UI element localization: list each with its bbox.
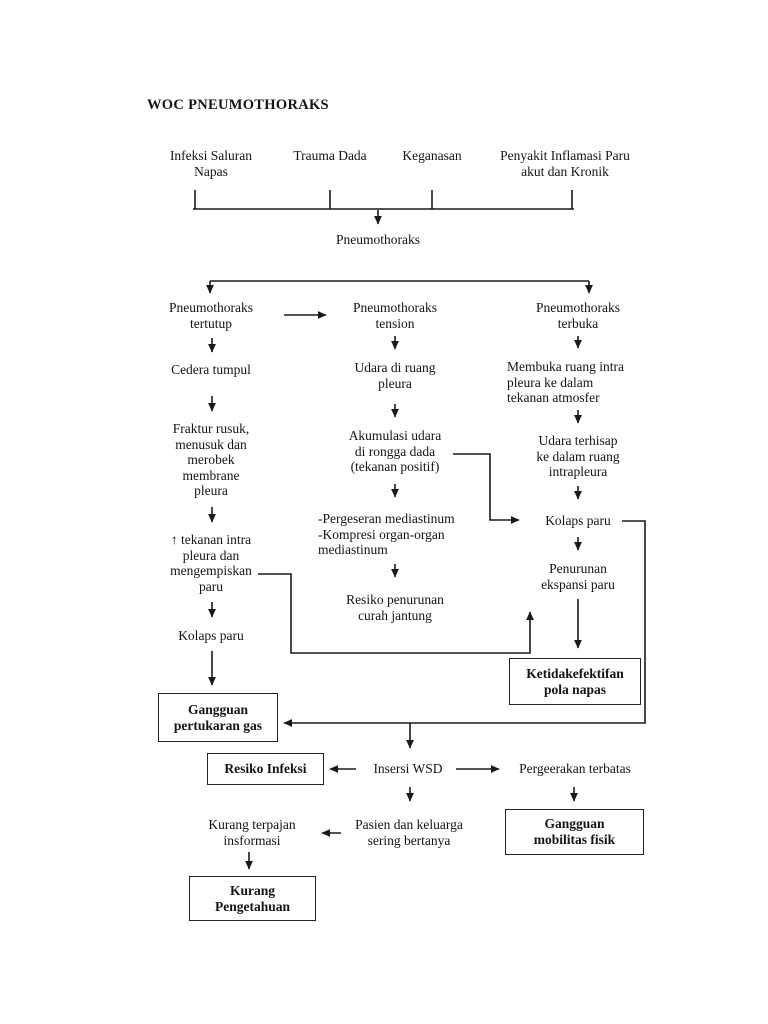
text-line: Insersi WSD [373, 761, 443, 776]
text-line: curah jantung [358, 607, 432, 623]
text-line: Akumulasi udara [348, 428, 442, 443]
text-line: Resiko Infeksi [224, 761, 307, 776]
text-line: Fraktur rusuk, [172, 421, 250, 436]
box-kurang-pengetahuan: Kurang Pengetahuan [189, 876, 316, 921]
text-line: membrane [182, 467, 240, 483]
text-line: Gangguan [187, 701, 248, 717]
text-line: Trauma Dada [293, 148, 367, 163]
node-udara-di-ruang-pleura: Udara di ruang pleura [320, 360, 470, 391]
text-line: -Pergeseran mediastinum [318, 511, 455, 526]
text-line: Udara terhisap [538, 433, 618, 448]
node-pneumothoraks-tertutup: Pneumothoraks tertutup [136, 300, 286, 331]
text-line: tekanan atmosfer [507, 390, 600, 405]
text-line: akut dan Kronik [521, 163, 609, 179]
text-line: Pergeerakan terbatas [519, 761, 631, 776]
text-line: ↑ tekanan intra [170, 532, 252, 547]
text-line: Resiko penurunan [346, 592, 444, 607]
text-line: pleura [378, 375, 412, 391]
node-trauma-dada: Trauma Dada [255, 148, 405, 164]
node-tekanan-intra-pleura: ↑ tekanan intra pleura dan mengempiskan … [136, 532, 286, 594]
text-line: pertukaran gas [173, 717, 263, 733]
text-line: terbuka [557, 315, 599, 331]
node-kurang-terpajan-insformasi: Kurang terpajan insformasi [177, 817, 327, 848]
text-line: pleura [194, 483, 228, 498]
node-pergeerakan-terbatas: Pergeerakan terbatas [495, 761, 655, 777]
text-line: paru [199, 578, 223, 594]
text-line: Penyakit Inflamasi Paru [500, 148, 630, 163]
node-keganasan: Keganasan [357, 148, 507, 164]
text-line: Pasien dan keluarga [355, 817, 463, 832]
text-line: Napas [194, 163, 228, 179]
node-insersi-wsd: Insersi WSD [333, 761, 483, 777]
text-line: ke dalam ruang [536, 448, 620, 464]
text-line: pleura ke dalam [507, 374, 594, 390]
text-line: Pneumothoraks [336, 232, 420, 247]
node-pergeseran-mediastinum: -Pergeseran mediastinum -Kompresi organ-… [318, 511, 488, 558]
text-line: Penurunan [549, 561, 607, 576]
node-pneumothoraks: Pneumothoraks [303, 232, 453, 248]
node-pneumothoraks-terbuka: Pneumothoraks terbuka [503, 300, 653, 331]
text-line: tertutup [190, 315, 232, 331]
box-gangguan-mobilitas-fisik: Gangguan mobilitas fisik [505, 809, 644, 855]
node-pneumothoraks-tension: Pneumothoraks tension [320, 300, 470, 331]
node-resiko-penurunan-curah: Resiko penurunan curah jantung [320, 592, 470, 623]
text-line: Kurang [229, 882, 275, 898]
text-line: sering bertanya [367, 832, 451, 848]
text-line: Kolaps paru [178, 628, 244, 643]
node-kolaps-paru-left: Kolaps paru [136, 628, 286, 644]
text-line: -Kompresi organ-organ [318, 526, 445, 542]
node-fraktur-rusuk: Fraktur rusuk, menusuk dan merobek membr… [136, 421, 286, 499]
text-line: Pneumothoraks [169, 300, 253, 315]
text-line: Pneumothoraks [536, 300, 620, 315]
box-text: Gangguan pertukaran gas [174, 702, 262, 734]
text-line: (tekanan positif) [350, 459, 440, 474]
node-pasien-keluarga-bertanya: Pasien dan keluarga sering bertanya [334, 817, 484, 848]
text-line: Kurang terpajan [208, 817, 296, 832]
text-line: pleura dan [182, 547, 240, 563]
text-line: ekspansi paru [541, 576, 615, 592]
node-membuka-ruang-intra: Membuka ruang intra pleura ke dalam teka… [507, 359, 657, 406]
text-line: mengempiskan [170, 563, 252, 578]
box-text: Resiko Infeksi [224, 761, 306, 777]
text-line: Gangguan [544, 816, 605, 831]
node-infeksi-saluran-napas: Infeksi Saluran Napas [136, 148, 286, 179]
text-line: tension [375, 315, 415, 331]
text-line: mediastinum [318, 542, 388, 557]
text-line: Pengetahuan [214, 898, 290, 914]
box-ketidakefektifan-pola-napas: Ketidakefektifan pola napas [509, 658, 641, 705]
page-title: WOC PNEUMOTHORAKS [147, 97, 329, 113]
text-line: pola napas [544, 681, 606, 697]
text-line: Ketidakefektifan [526, 665, 624, 681]
text-line: Membuka ruang intra [507, 359, 624, 374]
text-line: intrapleura [548, 464, 608, 479]
node-udara-terhisap: Udara terhisap ke dalam ruang intrapleur… [503, 433, 653, 480]
node-penyakit-inflamasi: Penyakit Inflamasi Paru akut dan Kronik [480, 148, 650, 179]
node-akumulasi-udara: Akumulasi udara di rongga dada (tekanan … [320, 428, 470, 475]
text-line: mobilitas fisik [533, 832, 616, 847]
box-resiko-infeksi: Resiko Infeksi [207, 753, 324, 785]
text-line: Kolaps paru [545, 513, 611, 528]
box-gangguan-pertukaran-gas: Gangguan pertukaran gas [158, 693, 278, 742]
node-cedera-tumpul: Cedera tumpul [136, 362, 286, 378]
node-kolaps-paru-right: Kolaps paru [503, 513, 653, 529]
text-line: insformasi [223, 832, 281, 848]
box-text: Ketidakefektifan pola napas [526, 666, 624, 698]
box-text: Gangguan mobilitas fisik [534, 816, 615, 848]
text-line: merobek [187, 452, 235, 467]
text-line: Cedera tumpul [171, 362, 251, 377]
text-line: di rongga dada [354, 443, 436, 459]
text-line: Infeksi Saluran [169, 148, 253, 163]
node-penurunan-ekspansi: Penurunan ekspansi paru [503, 561, 653, 592]
text-line: Pneumothoraks [353, 300, 437, 315]
text-line: Keganasan [402, 148, 462, 163]
text-line: Udara di ruang [354, 360, 436, 375]
text-line: menusuk dan [175, 436, 247, 452]
box-text: Kurang Pengetahuan [215, 883, 290, 915]
